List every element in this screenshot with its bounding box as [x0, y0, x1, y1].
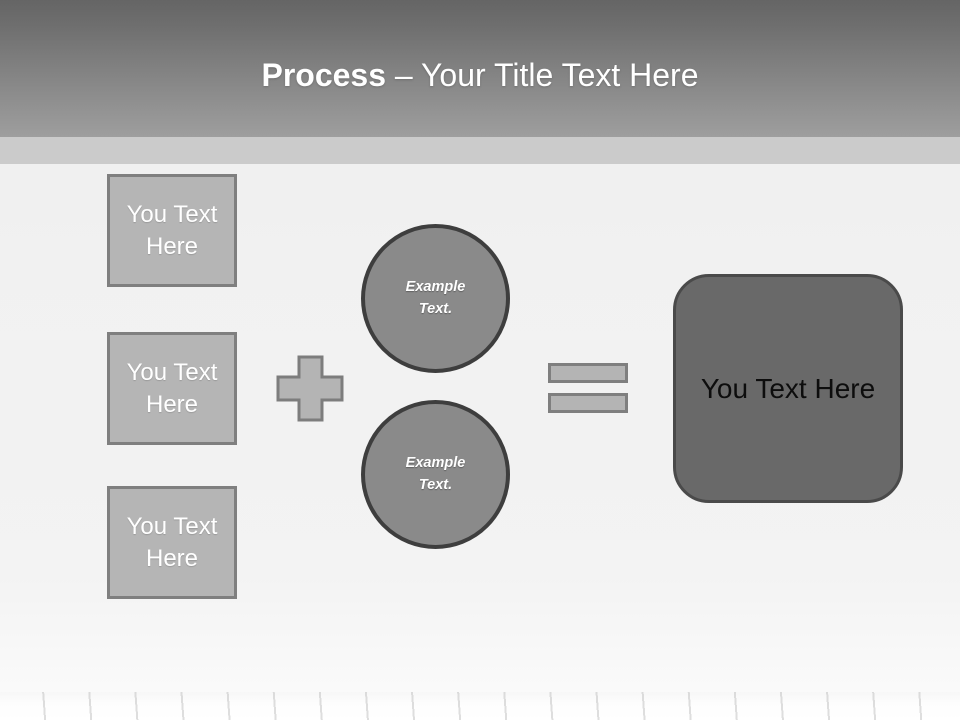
header-divider-band — [0, 137, 960, 164]
slide-title: Process – Your Title Text Here — [261, 57, 698, 94]
plus-icon — [276, 355, 344, 422]
equals-bottom-bar — [548, 393, 628, 413]
slide-header: Process – Your Title Text Here — [0, 0, 960, 137]
example-circle-2-label: Example Text. — [405, 454, 466, 493]
input-box-3-label: You Text Here — [126, 513, 218, 572]
example-circle-1-label: Example Text. — [405, 278, 466, 317]
input-box-3: You Text Here — [107, 486, 237, 599]
input-box-1: You Text Here — [107, 174, 237, 287]
input-box-2-label: You Text Here — [126, 359, 218, 418]
equals-top-bar — [548, 363, 628, 383]
example-circle-1: Example Text. — [361, 224, 510, 373]
slide-title-keyword: Process — [261, 57, 387, 93]
example-circle-2: Example Text. — [361, 400, 510, 549]
result-box: You Text Here — [673, 274, 903, 503]
input-box-2: You Text Here — [107, 332, 237, 445]
result-box-label: You Text Here — [700, 372, 876, 404]
slide-title-subtitle: – Your Title Text Here — [386, 57, 699, 93]
equals-icon — [548, 363, 628, 413]
floor-decoration — [0, 692, 960, 720]
input-box-1-label: You Text Here — [126, 201, 218, 260]
